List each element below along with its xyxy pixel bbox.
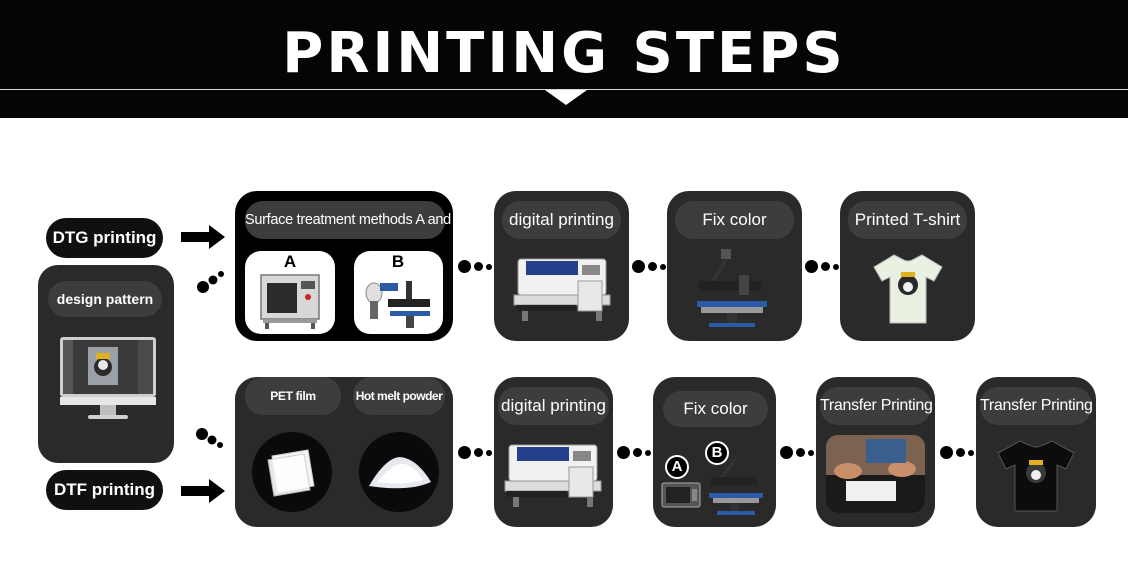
pet-film-label: PET film	[245, 377, 341, 415]
pet-film-sheets-icon	[252, 432, 332, 512]
dtf-printer-icon	[503, 437, 603, 509]
dtg-arrow-icon	[181, 225, 225, 249]
printed-tshirt-card: Printed T-shirt	[840, 191, 975, 341]
transfer-printing-card-2: Transfer Printing	[976, 377, 1096, 527]
transfer-printing-label-1: Transfer Printing	[820, 387, 931, 425]
hot-melt-powder-image	[359, 432, 439, 512]
pet-film-image	[252, 432, 332, 512]
dtg-fix-color-label: Fix color	[675, 201, 794, 239]
dtf-arrow-icon	[181, 479, 225, 503]
connector-dots-icon	[458, 446, 492, 459]
pretreatment-machine-icon	[257, 271, 323, 331]
pet-film-powder-card: PET film Hot melt powder	[235, 377, 453, 527]
powder-pile-icon	[359, 432, 439, 512]
dtg-printer-icon	[512, 251, 612, 323]
header-banner: PRINTING STEPS	[0, 0, 1128, 118]
connector-dots-icon	[632, 260, 666, 273]
dtg-digital-printing-label: digital printing	[502, 201, 621, 239]
hands-transfer-icon	[826, 435, 925, 513]
page-title: PRINTING STEPS	[0, 22, 1128, 86]
dtg-fix-color-card: Fix color	[667, 191, 802, 341]
surface-treatment-card: Surface treatment methods A and B A B	[235, 191, 453, 341]
heat-press-icon	[691, 245, 777, 329]
option-b-letter: B	[388, 252, 408, 272]
hot-melt-powder-label: Hot melt powder	[353, 377, 445, 415]
white-tshirt-icon	[872, 251, 944, 325]
option-b-box: B	[354, 251, 443, 334]
printed-tshirt-label: Printed T-shirt	[848, 201, 967, 239]
design-pattern-label: design pattern	[48, 281, 162, 317]
transfer-printing-card-1: Transfer Printing	[816, 377, 935, 527]
connector-dots-icon	[617, 446, 651, 459]
dtf-option-a-badge: A	[665, 455, 689, 479]
dtf-heat-press-icon	[705, 455, 769, 517]
spray-and-heatpress-icon	[360, 271, 438, 331]
connector-dots-icon	[458, 260, 492, 273]
transfer-printing-label-2: Transfer Printing	[980, 387, 1092, 425]
option-a-letter: A	[280, 252, 300, 272]
design-pattern-card: design pattern	[38, 265, 174, 463]
option-a-box: A	[245, 251, 335, 334]
surface-treatment-label: Surface treatment methods A and B	[245, 201, 445, 239]
dtg-digital-printing-card: digital printing	[494, 191, 629, 341]
monitor-icon	[58, 335, 158, 421]
header-notch	[545, 90, 587, 105]
connector-dots-icon	[805, 260, 839, 273]
connector-dots-icon	[780, 446, 814, 459]
connector-dots-icon	[196, 428, 226, 454]
dtf-fix-color-card: Fix color A B	[653, 377, 776, 527]
dtf-digital-printing-label: digital printing	[498, 387, 609, 425]
dtf-digital-printing-card: digital printing	[494, 377, 613, 527]
transfer-photo	[826, 435, 925, 513]
dtg-printing-label: DTG printing	[46, 218, 163, 258]
dtf-printing-label: DTF printing	[46, 470, 163, 510]
black-tshirt-icon	[996, 437, 1076, 513]
dtf-fix-color-label: Fix color	[663, 391, 768, 427]
connector-dots-icon	[196, 268, 226, 294]
oven-icon	[661, 481, 701, 509]
connector-dots-icon	[940, 446, 974, 459]
